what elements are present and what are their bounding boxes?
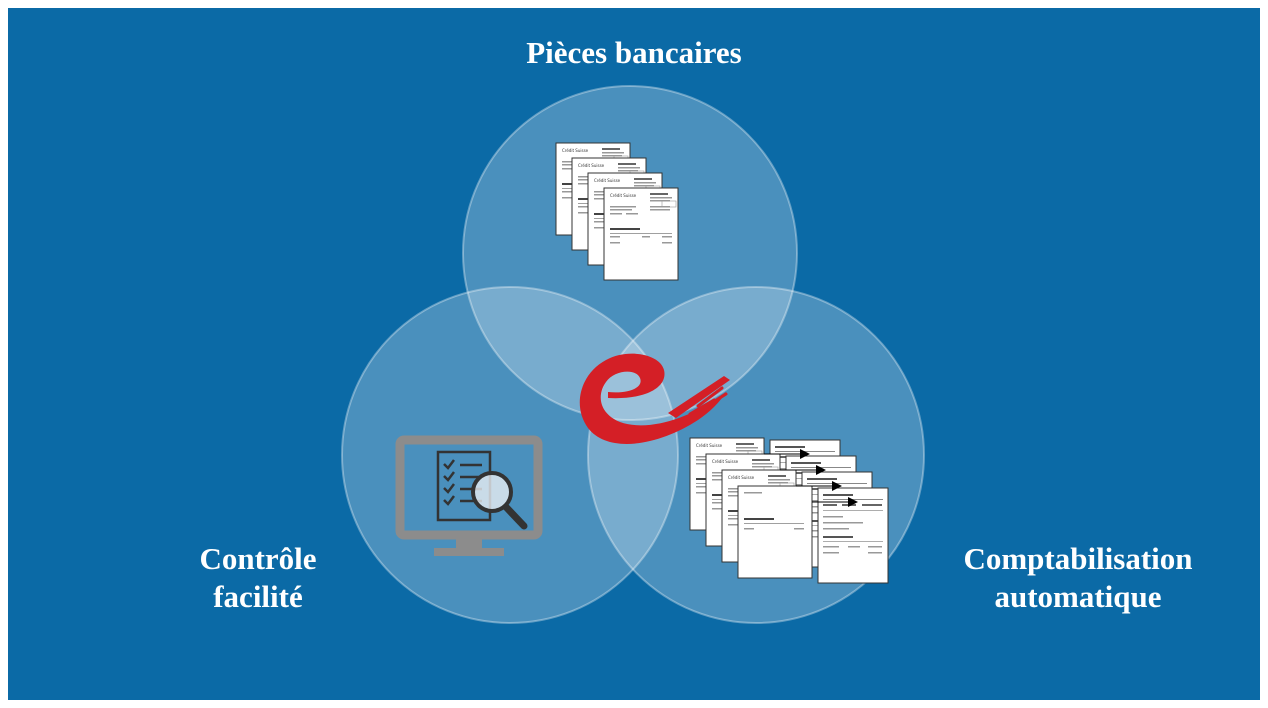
label-comptabilisation-automatique: Comptabilisation automatique [928,540,1228,616]
documents-to-ledger-icon [689,437,889,584]
diagram-canvas: Crédit Suisse [8,8,1260,700]
red-e-logo [579,353,730,444]
label-controle-facilite: Contrôle facilité [168,540,348,616]
monitor-checklist-magnifier-icon [395,435,543,556]
label-left-line-2: facilité [213,579,303,614]
label-top-text: Pièces bancaires [526,35,742,70]
label-pieces-bancaires: Pièces bancaires [8,34,1260,72]
venn-diagram: Crédit Suisse [341,85,925,624]
label-right-line-1: Comptabilisation [963,541,1193,576]
label-right-line-2: automatique [994,579,1162,614]
label-left-line-1: Contrôle [199,541,317,576]
